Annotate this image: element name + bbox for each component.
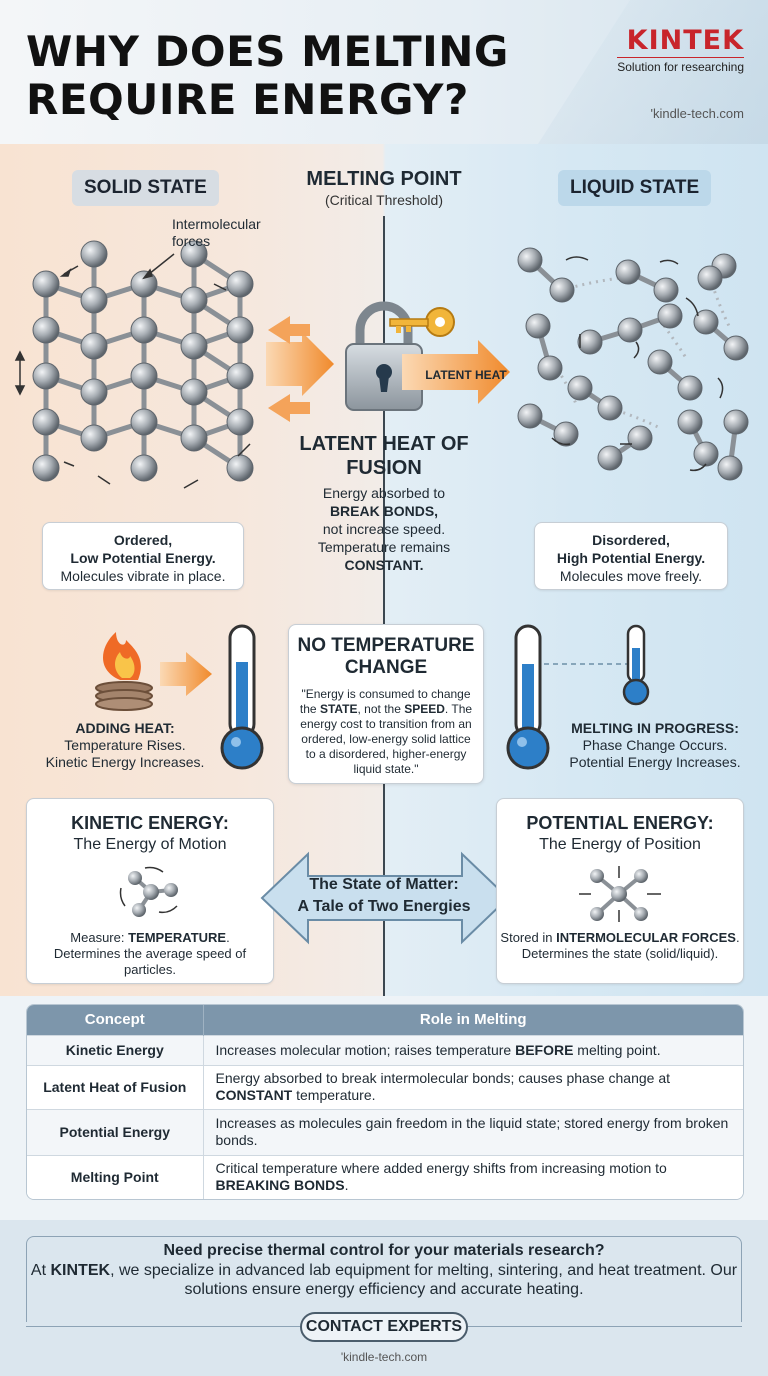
potential-energy-text: Stored in INTERMOLECULAR FORCES. Determi… — [500, 930, 740, 961]
heat-arrow-small-bottom — [268, 394, 310, 422]
melting-point-subtitle: (Critical Threshold) — [325, 192, 443, 208]
intermolecular-forces-label: Intermolecular forces — [172, 216, 261, 249]
kinetic-energy-title: KINETIC ENERGY: — [71, 813, 229, 833]
solid-lattice-icon — [14, 240, 254, 489]
cta-headline: Need precise thermal control for your ma… — [163, 1242, 605, 1259]
cta-text: At KINTEK, we specialize in advanced lab… — [30, 1262, 738, 1298]
brand-tagline: Solution for researching — [617, 57, 744, 74]
thermometer-constant-icon — [506, 624, 650, 770]
latent-heat-arrow-label: LATENT HEAT — [425, 368, 507, 382]
center-divider — [383, 216, 385, 996]
melting-point-title: MELTING POINT — [306, 168, 462, 190]
table-row: Potential Energy Increases as molecules … — [27, 1108, 743, 1155]
brand-logo: KINTEK — [626, 25, 744, 56]
kinetic-energy-card: KINETIC ENERGY: The Energy of Motion Mea… — [26, 798, 274, 984]
melting-in-progress-label: MELTING IN PROGRESS: Phase Change Occurs… — [569, 720, 741, 770]
motion-molecule-icon — [119, 866, 178, 917]
main-illustration: SOLID STATE LIQUID STATE MELTING POINT (… — [0, 144, 768, 996]
heat-arrow-small-top — [268, 316, 310, 344]
kinetic-energy-text: Measure: TEMPERATURE. Determines the ave… — [53, 930, 247, 977]
table-row: Kinetic Energy Increases molecular motio… — [27, 1034, 743, 1065]
no-temperature-change-quote: "Energy is consumed to change the STATE,… — [299, 687, 473, 776]
table-header-role: Role in Melting — [203, 1005, 743, 1035]
heat-arrow-main — [266, 332, 334, 396]
thermometer-rising-icon — [220, 624, 264, 770]
cta-line-left — [26, 1326, 300, 1327]
table-row: Latent Heat of Fusion Energy absorbed to… — [27, 1064, 743, 1109]
table-row: Melting Point Critical temperature where… — [27, 1154, 743, 1199]
latent-heat-description: Energy absorbed to BREAK BONDS, not incr… — [317, 485, 451, 573]
brand-block[interactable]: KINTEK Solution for researching — [617, 26, 744, 74]
footer: Need precise thermal control for your ma… — [0, 1220, 768, 1376]
footer-url[interactable]: 'kindle-tech.com — [340, 1350, 428, 1364]
brand-url[interactable]: 'kindle-tech.com — [650, 106, 744, 121]
flame-heat-icon — [95, 632, 212, 711]
contact-experts-button[interactable]: CONTACT EXPERTS — [300, 1312, 468, 1342]
no-temperature-change-box: NO TEMPERATURE CHANGE "Energy is consume… — [288, 624, 484, 784]
page-title: WHY DOES MELTING REQUIRE ENERGY? — [26, 27, 509, 124]
cta-box: Need precise thermal control for your ma… — [26, 1236, 742, 1322]
solid-state-description: Ordered, Low Potential Energy. Molecules… — [42, 522, 244, 590]
liquid-state-label: LIQUID STATE — [558, 170, 712, 206]
latent-heat-arrow — [402, 340, 510, 404]
potential-energy-subtitle: The Energy of Position — [539, 836, 701, 853]
cta-line-right — [468, 1326, 742, 1327]
solid-state-label: SOLID STATE — [72, 170, 219, 206]
adding-heat-label: ADDING HEAT: Temperature Rises. Kinetic … — [45, 720, 205, 770]
kinetic-energy-subtitle: The Energy of Motion — [73, 836, 227, 853]
potential-energy-title: POTENTIAL ENERGY: — [526, 813, 714, 833]
liquid-state-description: Disordered, High Potential Energy. Molec… — [534, 522, 728, 590]
table-header-concept: Concept — [27, 1005, 204, 1035]
latent-heat-title: LATENT HEAT OF FUSION — [299, 433, 469, 479]
potential-energy-card: POTENTIAL ENERGY: The Energy of Position… — [496, 798, 744, 984]
concept-table: Concept Role in Melting Kinetic Energy I… — [26, 1004, 744, 1200]
liquid-molecules-icon — [517, 247, 749, 481]
no-temperature-change-title: NO TEMPERATURE CHANGE — [297, 635, 475, 678]
lock-key-graphic — [266, 301, 510, 422]
center-arrow-label: The State of Matter: A Tale of Two Energ… — [297, 876, 471, 915]
position-molecule-icon — [579, 866, 661, 922]
header: WHY DOES MELTING REQUIRE ENERGY? KINTEK … — [0, 0, 768, 144]
